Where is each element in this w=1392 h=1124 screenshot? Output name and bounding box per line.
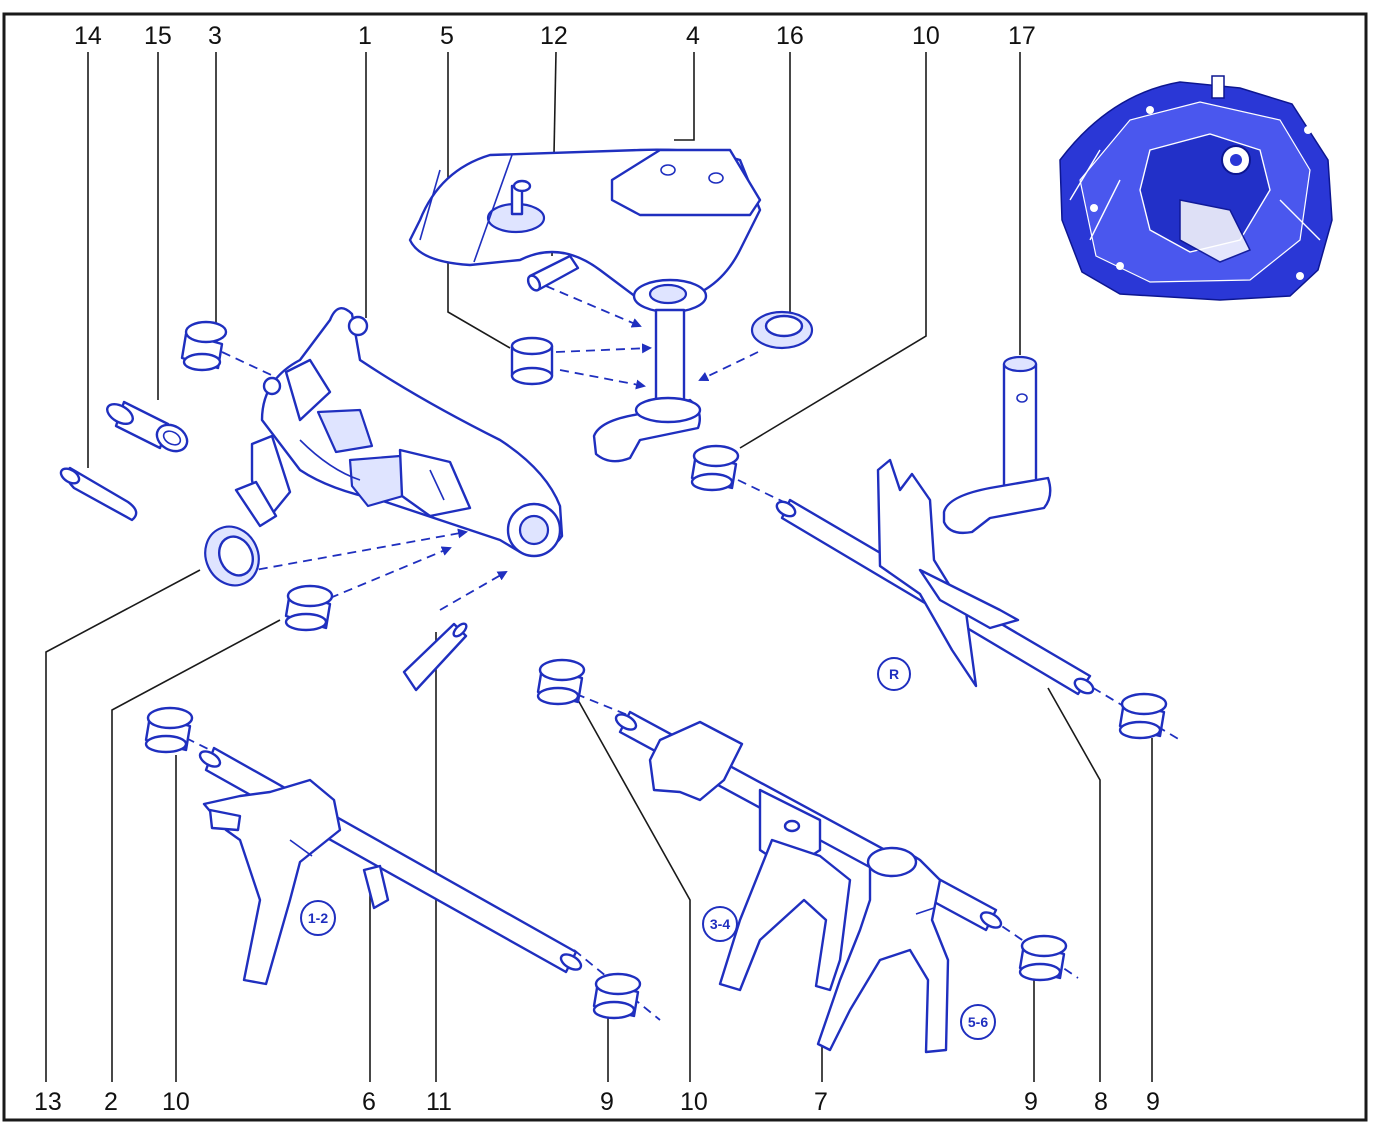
part-shift-lever-shaft (592, 278, 708, 463)
callout-14: 14 (74, 22, 102, 50)
callout-13: 13 (34, 1088, 62, 1116)
assembly-dash-lines (185, 285, 1181, 1021)
callout-4: 4 (686, 22, 700, 50)
callout-6: 6 (362, 1088, 376, 1116)
callout-9-a: 9 (600, 1088, 614, 1116)
leader-lines (45, 51, 1153, 1082)
part-14-pin (59, 466, 138, 522)
callout-8: 8 (1094, 1088, 1108, 1116)
gear-label-5-6: 5-6 (960, 1004, 996, 1040)
svg-text:5-6: 5-6 (968, 1014, 988, 1030)
part-7-fork-3-4-5-6 (614, 710, 1003, 1054)
callout-9-b: 9 (1024, 1088, 1038, 1116)
part-10-bush-top (690, 444, 740, 492)
part-16-seal (750, 310, 814, 350)
callout-7: 7 (814, 1088, 828, 1116)
part-13-seal (204, 525, 260, 587)
part-2-bush (284, 584, 334, 632)
part-9-bush-b (1018, 934, 1068, 982)
svg-text:R: R (889, 666, 899, 682)
callout-2: 2 (104, 1088, 118, 1116)
part-5-bush (510, 336, 554, 386)
gearbox-housing-thumbnail (1059, 75, 1333, 301)
part-11-pin (402, 622, 468, 692)
callout-10-top: 10 (912, 22, 940, 50)
part-17-lever (942, 355, 1052, 535)
part-8-reverse-shaft (775, 458, 1095, 696)
callout-15: 15 (144, 22, 172, 50)
callout-17: 17 (1008, 22, 1036, 50)
callout-10-bottom-b: 10 (680, 1088, 708, 1116)
part-1-selector-housing (234, 307, 564, 558)
part-9-bush-right (1118, 692, 1168, 740)
gear-label-3-4: 3-4 (702, 906, 738, 942)
svg-text:3-4: 3-4 (710, 916, 730, 932)
part-4-bracket (408, 148, 762, 302)
part-fork-1-2 (198, 746, 583, 986)
callout-3: 3 (208, 22, 222, 50)
part-12-rollpin (526, 254, 580, 292)
callout-10-bottom-a: 10 (162, 1088, 190, 1116)
part-3-bush (180, 320, 228, 372)
part-10-bush-middle (536, 658, 586, 706)
callout-11: 11 (426, 1088, 452, 1116)
callout-16: 16 (776, 22, 804, 50)
diagram-frame (2, 12, 1368, 1122)
gear-label-1-2: 1-2 (300, 900, 336, 936)
callout-12: 12 (540, 22, 568, 50)
part-10-bush-left (144, 706, 194, 754)
callout-1: 1 (358, 22, 372, 50)
callout-5: 5 (440, 22, 454, 50)
part-15-bush (106, 400, 189, 453)
gear-label-reverse: R (877, 657, 911, 691)
part-9-bush-a (592, 972, 642, 1020)
callout-9-c: 9 (1146, 1088, 1160, 1116)
svg-text:1-2: 1-2 (308, 910, 328, 926)
